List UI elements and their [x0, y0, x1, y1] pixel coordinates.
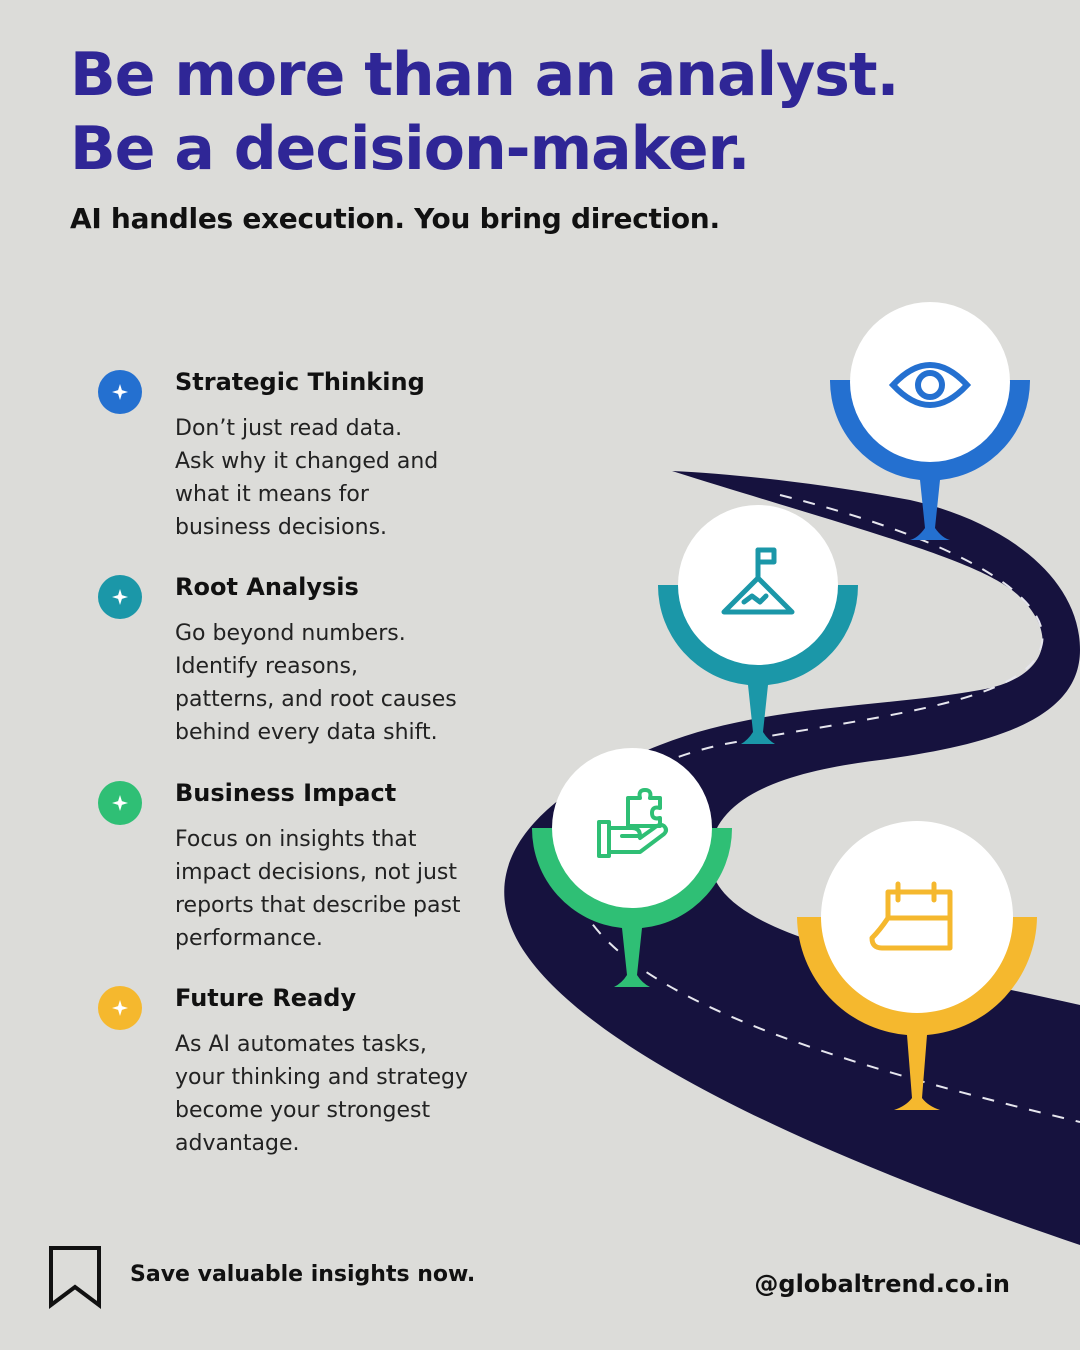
pin-circle	[850, 302, 1010, 462]
headline-line-1: Be more than an analyst.	[70, 40, 899, 110]
mountain-flag-icon	[721, 547, 795, 615]
pin-circle	[678, 505, 838, 665]
pin-root-analysis	[657, 505, 859, 744]
item-title: Future Ready	[175, 984, 357, 1012]
headline-line-2: Be a decision-maker.	[70, 114, 750, 184]
item-description: Don’t just read data. Ask why it changed…	[175, 416, 439, 540]
headline: Be more than an analyst. Be a decision-m…	[70, 38, 899, 186]
pin-strategic-thinking	[829, 302, 1031, 540]
pin-business-impact	[531, 748, 733, 987]
calendar-icon	[869, 881, 953, 951]
bookmark-icon[interactable]	[48, 1245, 102, 1309]
item-description: Go beyond numbers. Identify reasons, pat…	[175, 621, 457, 745]
sparkle-icon	[98, 781, 142, 825]
item-title: Strategic Thinking	[175, 368, 425, 396]
sparkle-icon	[98, 986, 142, 1030]
road-center-line	[569, 494, 1080, 1123]
save-prompt: Save valuable insights now.	[130, 1262, 476, 1287]
item-description: As AI automates tasks, your thinking and…	[175, 1032, 468, 1156]
pin-future-ready	[797, 821, 1037, 1110]
subheadline: AI handles execution. You bring directio…	[70, 202, 720, 235]
road-shape	[504, 471, 1080, 1245]
social-handle[interactable]: @globaltrend.co.in	[754, 1270, 1010, 1298]
item-title: Business Impact	[175, 779, 397, 807]
item-description: Focus on insights that impact decisions,…	[175, 827, 461, 951]
sparkle-icon	[98, 370, 142, 414]
sparkle-icon	[98, 575, 142, 619]
eye-icon	[888, 362, 972, 408]
hand-puzzle-icon	[597, 788, 668, 858]
item-title: Root Analysis	[175, 573, 359, 601]
